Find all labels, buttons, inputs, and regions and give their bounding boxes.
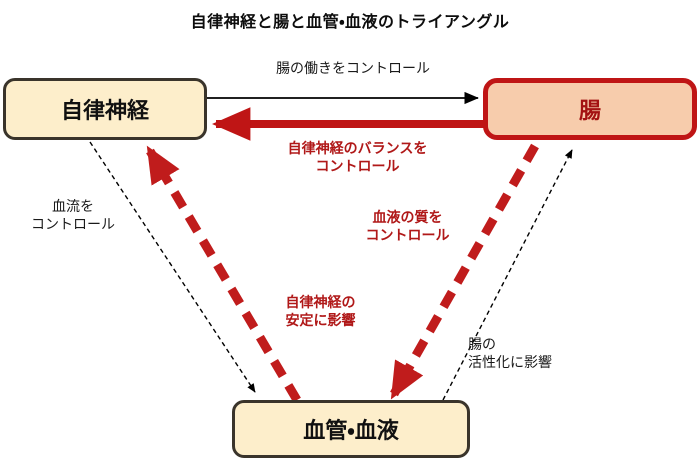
- edge-blood-to-ans: [146, 145, 301, 403]
- edge-label-gut-to-blood: 血液の質を コントロール: [365, 209, 450, 243]
- page-title: 自律神経と腸と血管・血液のトライアングル: [190, 14, 510, 31]
- edge-ans-to-blood: [89, 141, 256, 393]
- edge-label-ans-to-gut: 腸の働きをコントロール: [276, 60, 430, 76]
- node-autonomic-nerve-label: 自律神経: [60, 98, 149, 123]
- node-blood-vessel-blood[interactable]: 血管・血液: [232, 400, 470, 458]
- node-autonomic-nerve[interactable]: 自律神経: [3, 78, 207, 140]
- edge-label-blood-to-gut: 腸の 活性化に影響: [468, 336, 552, 370]
- edge-label-blood-to-ans: 自律神経の 安定に影響: [285, 294, 356, 328]
- node-gut-label: 腸: [578, 98, 601, 123]
- node-blood-vessel-blood-label: 血管・血液: [303, 418, 399, 443]
- node-gut[interactable]: 腸: [483, 78, 697, 140]
- edge-gut-to-blood: [390, 143, 539, 400]
- edge-label-ans-to-blood: 血流を コントロール: [31, 198, 115, 232]
- edge-blood-to-gut: [442, 149, 573, 401]
- edge-label-gut-to-ans: 自律神経のバランスを コントロール: [287, 140, 428, 174]
